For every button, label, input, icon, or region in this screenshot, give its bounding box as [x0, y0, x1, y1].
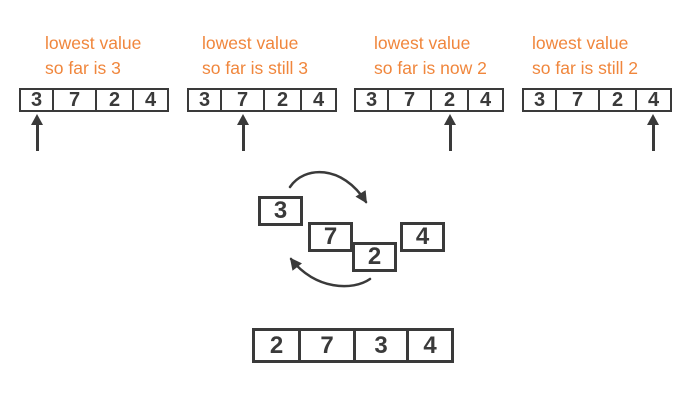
array-cell: 2 [255, 331, 301, 360]
caption-line-2: so far is still 2 [532, 58, 638, 78]
array-cell: 7 [301, 331, 356, 360]
array-cell: 3 [21, 90, 54, 110]
arrowhead [31, 114, 43, 125]
pointer-up-arrow-icon [31, 114, 43, 151]
arrowhead [237, 114, 249, 125]
stage-1-caption: lowest value so far is 3 [45, 31, 141, 81]
caption-line-2: so far is 3 [45, 58, 121, 78]
stage-4-caption: lowest value so far is still 2 [532, 31, 638, 81]
swap-box-3: 3 [258, 196, 303, 226]
sort-stage-2: lowest value so far is still 3 3 7 2 4 [187, 0, 347, 160]
pointer-up-arrow-icon [647, 114, 659, 151]
arrowhead [647, 114, 659, 125]
sort-stage-1: lowest value so far is 3 3 7 2 4 [19, 0, 179, 160]
arrow-shaft [35, 124, 39, 151]
array-row-stage-3: 3 7 2 4 [354, 88, 504, 112]
array-cell: 3 [189, 90, 222, 110]
array-cell: 7 [222, 90, 265, 110]
swap-box-7: 7 [308, 222, 353, 252]
swap-arrows [288, 170, 372, 288]
array-row-stage-1: 3 7 2 4 [19, 88, 169, 112]
caption-line-1: lowest value [45, 33, 142, 53]
array-cell: 2 [432, 90, 469, 110]
array-cell: 4 [647, 89, 660, 111]
array-cell: 2 [97, 90, 134, 110]
arrow-shaft [651, 124, 655, 151]
arrowhead [444, 114, 456, 125]
swap-arrow-top-icon [288, 170, 368, 204]
sort-stage-3: lowest value so far is now 2 3 7 2 4 [354, 0, 514, 160]
pointer-up-arrow-icon [444, 114, 456, 151]
caption-line-1: lowest value [532, 33, 629, 53]
swap-box-2: 2 [352, 242, 397, 272]
array-cell: 4 [312, 89, 325, 111]
swap-arrow-bottom-icon [289, 257, 372, 288]
caption-line-1: lowest value [374, 33, 471, 53]
array-cell: 3 [356, 331, 409, 360]
array-cell: 4 [423, 331, 437, 359]
array-cell: 7 [557, 90, 600, 110]
array-cell: 2 [600, 90, 637, 110]
array-cell: 3 [524, 90, 557, 110]
arrow-shaft [241, 124, 245, 151]
array-cell: 3 [356, 90, 389, 110]
stage-2-caption: lowest value so far is still 3 [202, 31, 308, 81]
array-row-stage-2: 3 7 2 4 [187, 88, 337, 112]
caption-line-2: so far is now 2 [374, 58, 487, 78]
array-row-stage-4: 3 7 2 4 [522, 88, 672, 112]
stage-3-caption: lowest value so far is now 2 [374, 31, 487, 81]
sort-stage-4: lowest value so far is still 2 3 7 2 4 [522, 0, 682, 160]
caption-line-2: so far is still 3 [202, 58, 308, 78]
swap-box-4: 4 [400, 222, 445, 252]
array-cell: 4 [144, 89, 157, 111]
array-cell: 4 [479, 89, 492, 111]
caption-line-1: lowest value [202, 33, 299, 53]
pointer-up-arrow-icon [237, 114, 249, 151]
array-cell: 2 [265, 90, 302, 110]
array-cell: 7 [54, 90, 97, 110]
arrow-shaft [448, 124, 452, 151]
result-array-row: 2 7 3 4 [252, 328, 454, 363]
array-cell: 7 [389, 90, 432, 110]
